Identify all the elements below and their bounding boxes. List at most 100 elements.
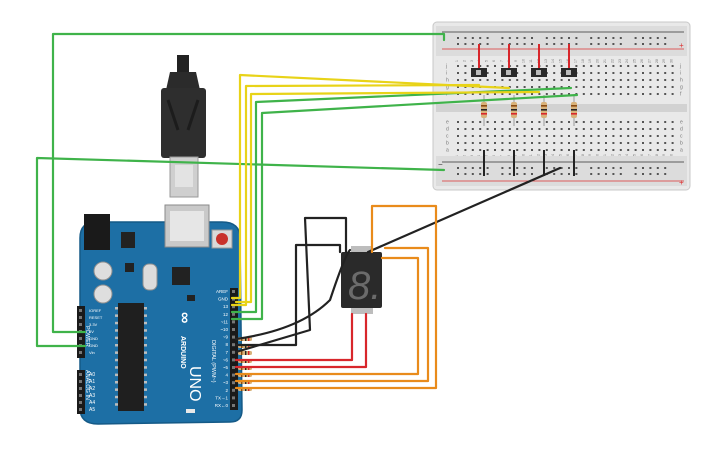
column-number: 4 — [477, 155, 481, 157]
wire-black-display-gnd[interactable] — [366, 166, 562, 254]
wire-green-pin10[interactable] — [230, 93, 579, 321]
column-number: 13 — [544, 59, 548, 63]
column-number: 24 — [625, 154, 629, 158]
arduino-logo-infinity: ∞ — [176, 312, 193, 323]
wire-red-seg-2[interactable] — [234, 312, 368, 369]
usb-cable[interactable] — [161, 55, 206, 198]
row-letter: j — [445, 64, 447, 70]
breadboard-resistors[interactable] — [481, 95, 577, 126]
column-number: 6 — [492, 60, 496, 62]
analog-header-label: ANALOG IN — [84, 370, 90, 400]
resistor[interactable] — [511, 95, 517, 126]
column-number: 11 — [529, 154, 533, 158]
column-number: 15 — [559, 59, 563, 63]
slide-switch-1[interactable] — [471, 68, 487, 77]
column-number: 29 — [662, 154, 666, 158]
resistor[interactable] — [238, 351, 252, 355]
column-number: 19 — [588, 154, 592, 158]
digital-pin-label: 13 — [223, 304, 229, 309]
power-pin-label: RESET — [89, 315, 103, 320]
row-letter: b — [446, 141, 449, 147]
resistor[interactable] — [571, 95, 577, 126]
column-number: 1 — [455, 155, 459, 157]
column-number: 5 — [485, 60, 489, 62]
power-pin-label: 3.3V — [89, 322, 98, 327]
slide-switch-4[interactable] — [561, 68, 577, 77]
reset-button[interactable] — [211, 229, 233, 249]
column-number: 17 — [573, 59, 577, 63]
digital-pin-label: 4 — [225, 373, 228, 378]
row-letter: e — [446, 120, 449, 126]
column-number: 7 — [499, 155, 503, 157]
column-number: 20 — [596, 154, 600, 158]
column-number: 16 — [566, 154, 570, 158]
wire-red-seg-1[interactable] — [234, 312, 354, 362]
wire-yellow-pin12[interactable] — [230, 83, 481, 307]
digital-pin-label: 12 — [223, 312, 229, 317]
analog-pin-label: A4 — [89, 400, 95, 406]
breadboard-ground-jumpers[interactable] — [483, 150, 575, 176]
row-letter: i — [446, 71, 447, 77]
breadboard[interactable]: − + 112233445566778899101011111212131314… — [432, 21, 691, 191]
digital-pin-label: ~9 — [223, 335, 229, 340]
digital-pin-label: GND — [218, 297, 229, 302]
column-number: 23 — [618, 154, 622, 158]
wire-yellow-pin12b[interactable] — [234, 90, 541, 304]
wire-yellow-pin13[interactable] — [230, 73, 511, 300]
column-number: 28 — [655, 59, 659, 63]
column-number: 24 — [625, 59, 629, 63]
digital-pin-label: TX→1 — [215, 395, 228, 400]
column-number: 15 — [559, 154, 563, 158]
wire-orange-seg-1[interactable] — [234, 256, 420, 376]
rail-minus-bottom: − — [438, 160, 443, 169]
column-number: 2 — [462, 155, 466, 157]
power-pin-label: 5V — [89, 329, 94, 334]
row-letter: j — [679, 64, 681, 70]
column-number: 1 — [455, 60, 459, 62]
arduino-model-label: UNO — [186, 366, 203, 402]
column-number: 17 — [573, 154, 577, 158]
column-number: 18 — [581, 154, 585, 158]
rail-plus-bottom: + — [679, 178, 684, 187]
resistor[interactable] — [541, 95, 547, 126]
digital-pin-label: ~5 — [223, 365, 229, 370]
row-letter: g — [680, 85, 683, 91]
column-number: 21 — [603, 154, 607, 158]
wire-black-seg-2[interactable] — [234, 243, 342, 347]
wire-green-5v[interactable] — [51, 32, 446, 334]
breadboard-jumpers-red[interactable] — [478, 44, 570, 70]
column-number: 25 — [633, 59, 637, 63]
column-number: 23 — [618, 59, 622, 63]
column-number: 21 — [603, 59, 607, 63]
power-header-label: POWER — [84, 326, 90, 347]
wire-black-seg-3[interactable] — [234, 216, 348, 354]
row-letter: g — [446, 85, 449, 91]
row-letter: c — [446, 134, 449, 140]
slide-switch-2[interactable] — [501, 68, 517, 77]
microcontroller-chip — [115, 303, 147, 411]
column-number: 8 — [507, 155, 511, 157]
digital-header-label: DIGITAL (PWM~) — [210, 340, 216, 383]
wire-black-seg-1[interactable] — [234, 248, 352, 341]
digital-pin-label: ~3 — [223, 380, 229, 385]
column-number: 9 — [514, 60, 518, 62]
column-number: 30 — [670, 154, 674, 158]
wire-green-pin11[interactable] — [230, 86, 573, 314]
row-letter: i — [680, 71, 681, 77]
column-number: 9 — [514, 155, 518, 157]
row-letter: d — [446, 127, 449, 133]
wire-orange-seg-3[interactable] — [234, 204, 438, 390]
column-number: 14 — [551, 154, 555, 158]
wire-orange-seg-2[interactable] — [234, 246, 430, 383]
column-number: 14 — [551, 59, 555, 63]
column-number: 5 — [485, 155, 489, 157]
row-letter: b — [680, 141, 683, 147]
digital-pin-label: ~6 — [223, 357, 229, 362]
analog-pin-label: A0 — [89, 372, 95, 378]
seven-segment-display[interactable]: 8. — [341, 246, 382, 314]
arduino-uno-board[interactable]: ARDUINO ∞ UNO DIGITAL (PWM~) POWER ANALO… — [77, 204, 243, 425]
column-number: 26 — [640, 154, 644, 158]
column-number: 6 — [492, 155, 496, 157]
slide-switch-3[interactable] — [531, 68, 547, 77]
